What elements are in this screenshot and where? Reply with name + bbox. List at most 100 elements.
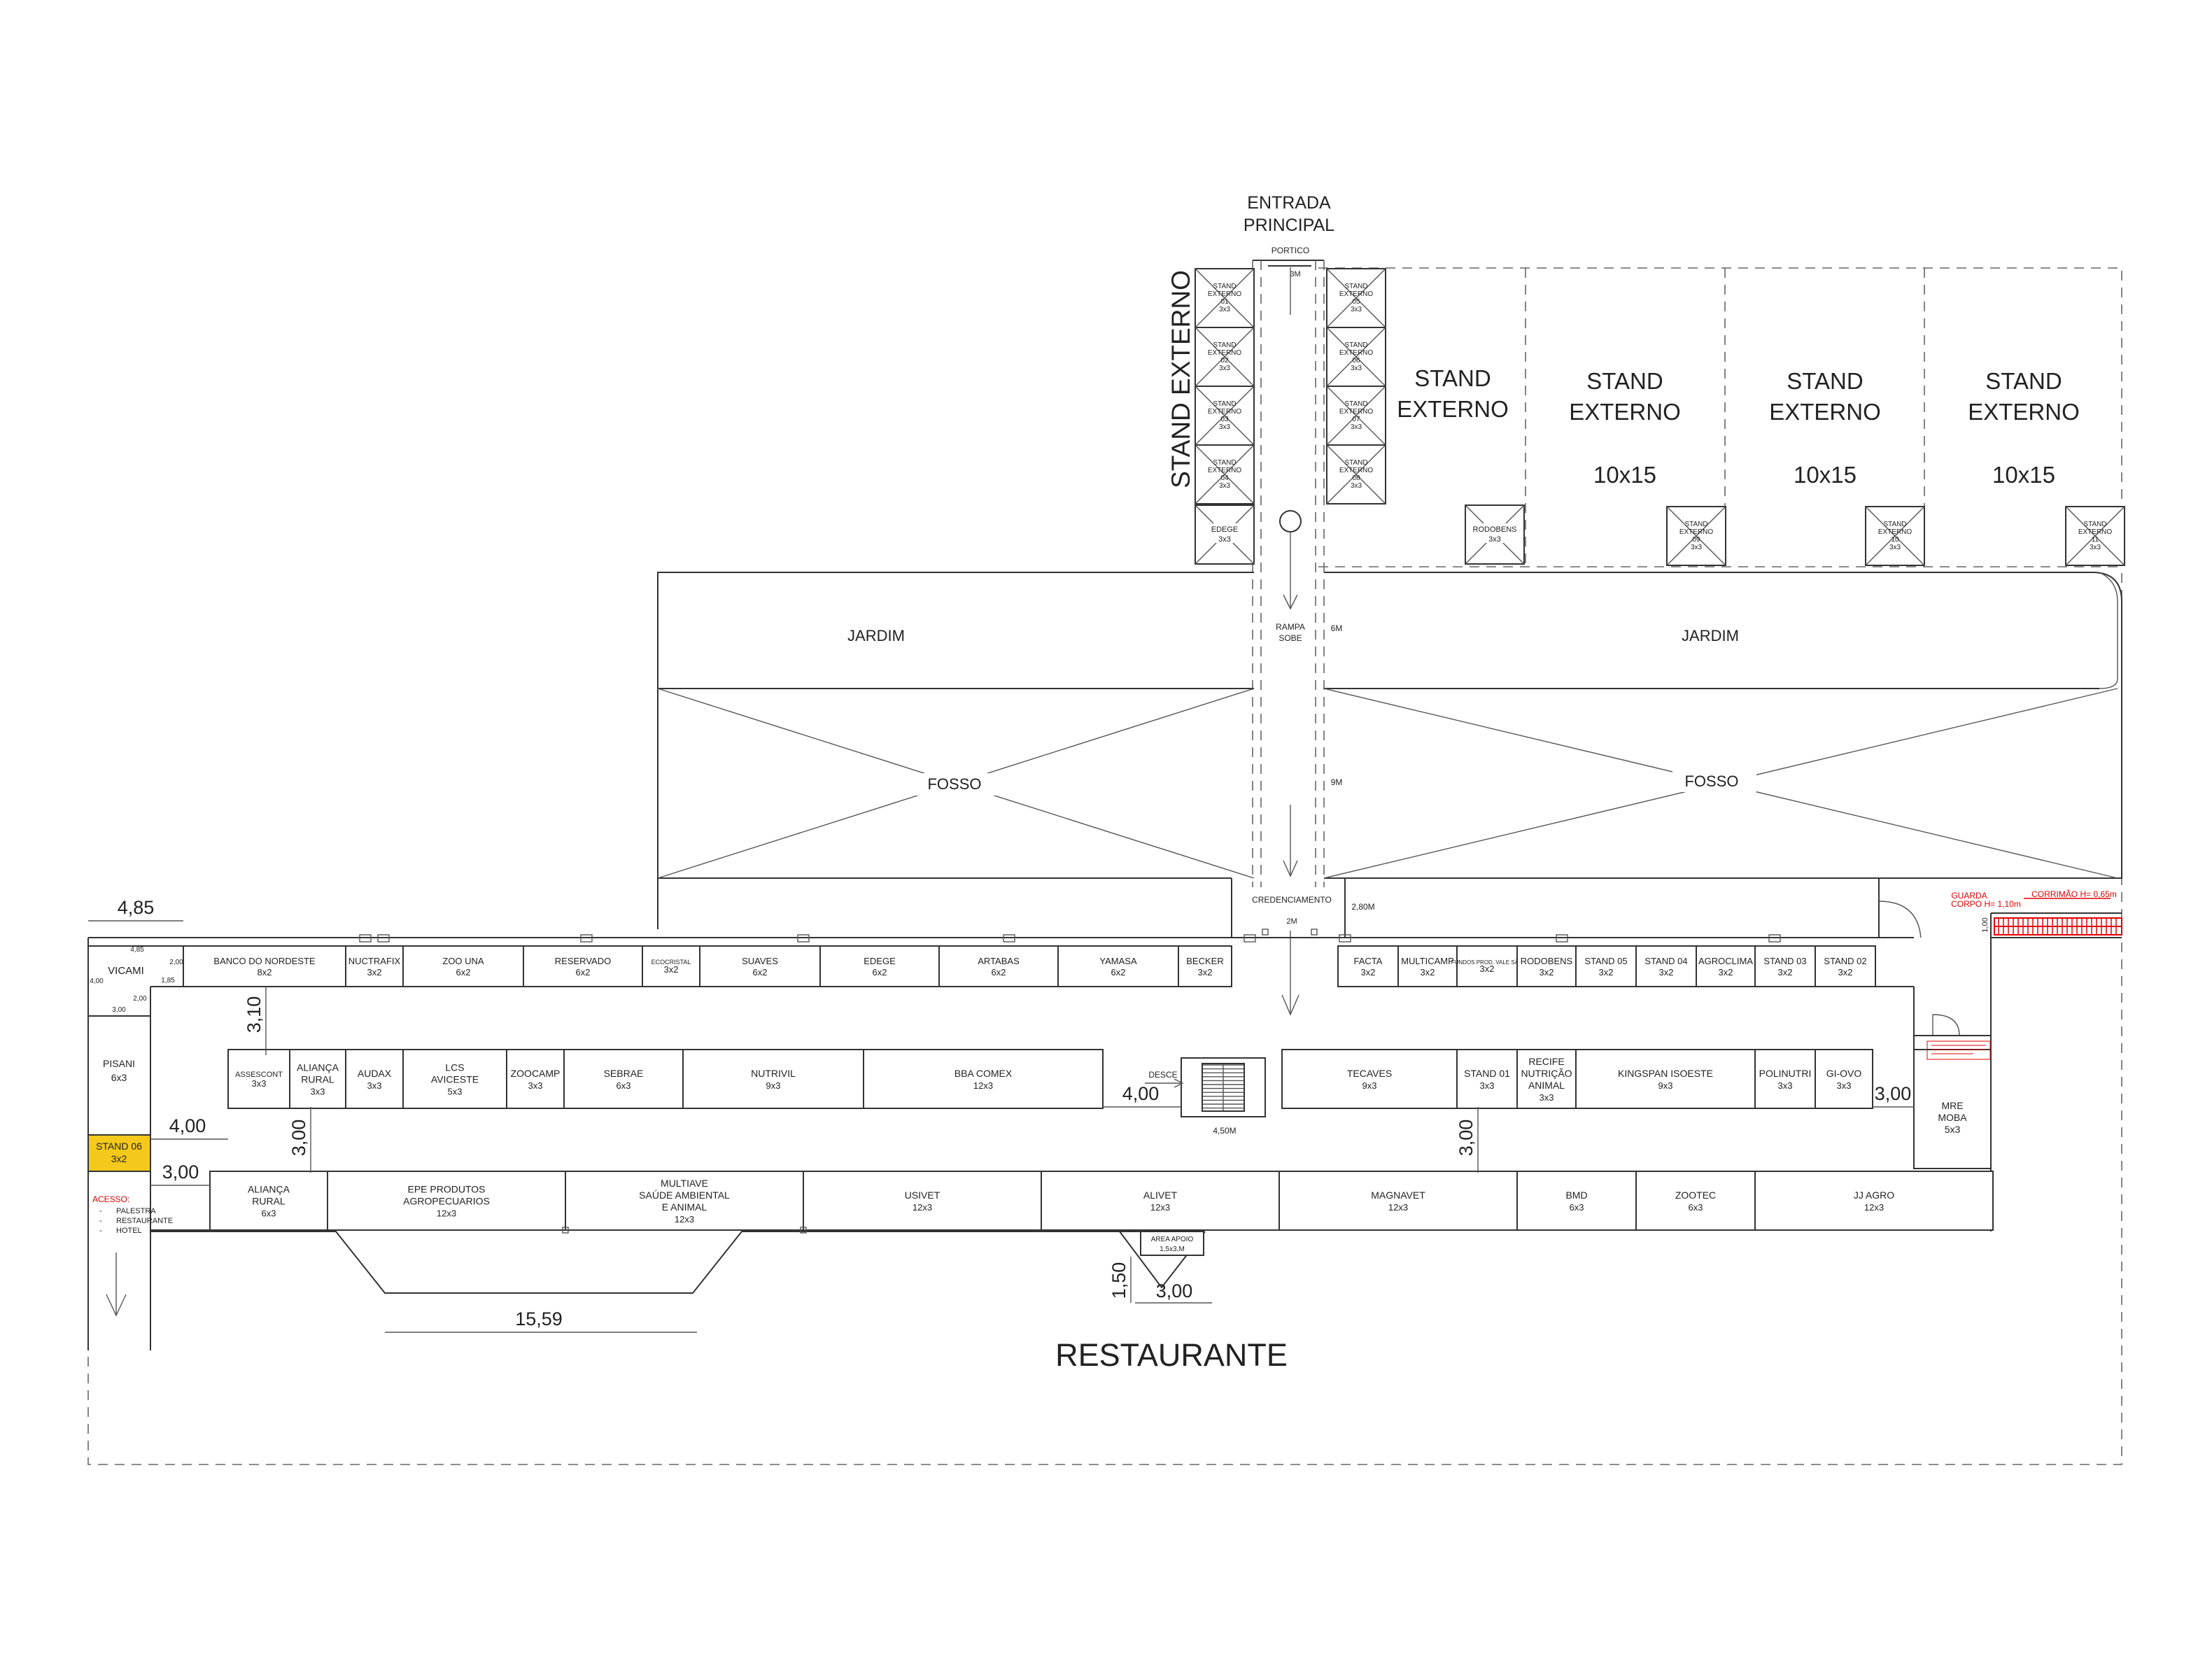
booth-name-line: AVICESTE [431, 1074, 479, 1085]
column-marker [580, 934, 593, 943]
booth-size: 3x3 [1540, 1092, 1554, 1103]
stand-06-booth[interactable] [87, 1134, 151, 1172]
note-guarda: GUARDA [1951, 891, 1987, 901]
access-item-hotel: HOTEL [116, 1227, 142, 1235]
entrance-label-line1: ENTRADA [1247, 193, 1331, 213]
booth-size: 12x3 [437, 1208, 456, 1219]
booth-size: 3x2 [1719, 967, 1733, 977]
stand-label-line: STAND [1344, 400, 1367, 408]
booth-size: 3x2 [367, 967, 382, 977]
dim-4-00-stairs: 4,00 [1122, 1083, 1160, 1104]
big-stand-1[interactable]: STAND EXTERNO [1397, 365, 1509, 422]
svg-text:-: - [99, 1207, 102, 1215]
booth-box [803, 1171, 1042, 1231]
booth-box [1516, 945, 1577, 987]
booth-size: 12x3 [913, 1202, 932, 1213]
stand-cross [1326, 268, 1386, 328]
booth-name-line: STAND 04 [1644, 956, 1687, 966]
stand-cross [1195, 444, 1255, 504]
left-external-stands: STANDEXTERNO013x3STANDEXTERNO023x3STANDE… [1195, 268, 1255, 504]
credenciamento-width: 2M [1286, 917, 1297, 926]
big-stand-3[interactable]: STAND EXTERNO 10x15 [1769, 368, 1881, 488]
entrance-label-line2: PRINCIPAL [1244, 216, 1334, 235]
stand-label-line: 3x3 [1351, 365, 1362, 372]
stand-label-line: 04 [1220, 474, 1229, 482]
mre-moba-booth[interactable]: MRE MOBA 5x3 [1913, 1049, 1992, 1169]
dim-3-10: 3,10 [244, 996, 265, 1033]
big-stand-2[interactable]: STAND EXTERNO 10x15 [1569, 368, 1681, 488]
stand-label-line: EXTERNO [2078, 528, 2113, 536]
booth-size: 6x3 [1689, 1202, 1703, 1213]
edege-external-box[interactable]: EDEGE 3x3 [1195, 504, 1255, 565]
booth-name-line: MULTIAVE [661, 1178, 708, 1189]
big-stand-4[interactable]: STAND EXTERNO 10x15 [1968, 368, 2080, 488]
booth-box [1575, 945, 1637, 987]
stairs[interactable]: DESCE 4,50M [1145, 1057, 1266, 1136]
credenciamento-area: CREDENCIAMENTO 2M 2,80M [1231, 878, 1375, 938]
stand-label-line: 09 [1692, 536, 1700, 544]
dim-1-50: 1,50 [1108, 1262, 1129, 1299]
booth-size: 3x2 [1421, 967, 1435, 977]
rodobens-external-box[interactable]: RODOBENS 3x3 [1465, 504, 1525, 565]
garden-pit-area [657, 572, 2122, 929]
booth-box [1057, 945, 1179, 987]
stand-label-line: 03 [1220, 416, 1229, 423]
garden-left-label: JARDIM [847, 627, 905, 644]
booth-box [1635, 945, 1697, 987]
area-apoio-booth[interactable]: AREA APOIO 1,5x3,M [1140, 1231, 1204, 1256]
